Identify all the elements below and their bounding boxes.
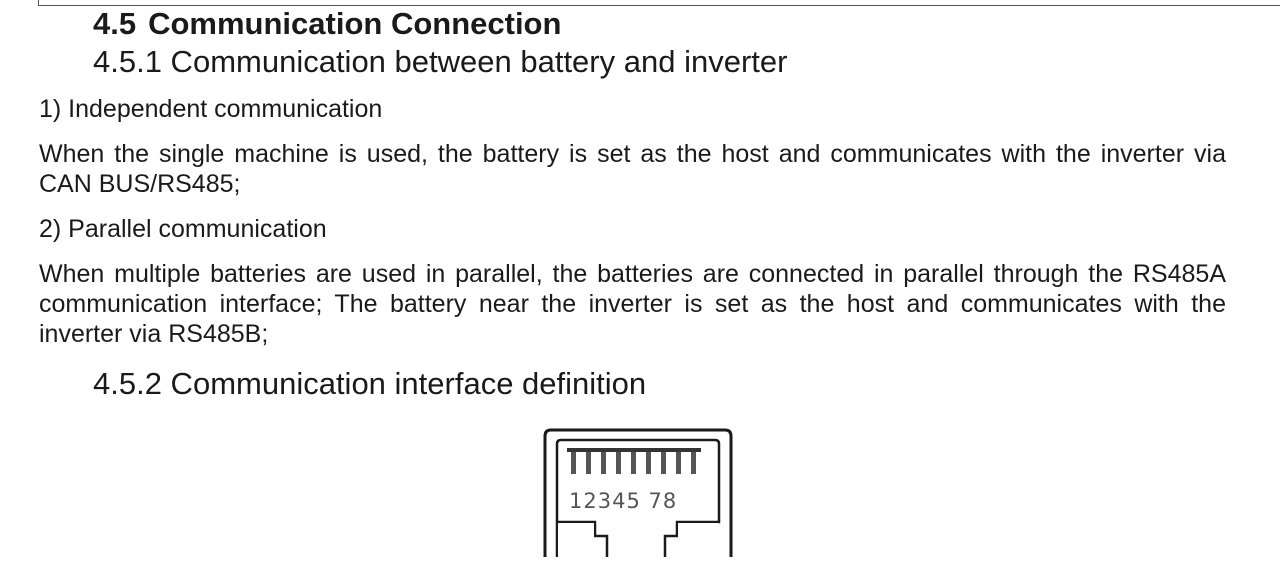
- item-heading-independent: 1) Independent communication: [39, 95, 383, 123]
- pin-number-labels: 12345 78: [569, 489, 677, 513]
- item-body-parallel: When multiple batteries are used in para…: [39, 260, 1226, 348]
- contact-pins: [571, 450, 696, 474]
- section-number: 4.5: [93, 6, 137, 41]
- item-body-independent: When the single machine is used, the bat…: [39, 140, 1226, 198]
- subsection-heading-4-5-1: 4.5.1 Communication between battery and …: [93, 44, 788, 79]
- section-title: Communication Connection: [148, 6, 562, 41]
- page-border: [38, 0, 1280, 6]
- subsection-heading-4-5-2: 4.5.2 Communication interface definition: [93, 366, 647, 401]
- section-heading: 4.5 Communication Connection: [93, 6, 561, 42]
- rj45-port-figure: 12345 78: [537, 428, 735, 562]
- rj45-port-icon: 12345 78: [543, 428, 733, 557]
- item-heading-parallel: 2) Parallel communication: [39, 215, 327, 243]
